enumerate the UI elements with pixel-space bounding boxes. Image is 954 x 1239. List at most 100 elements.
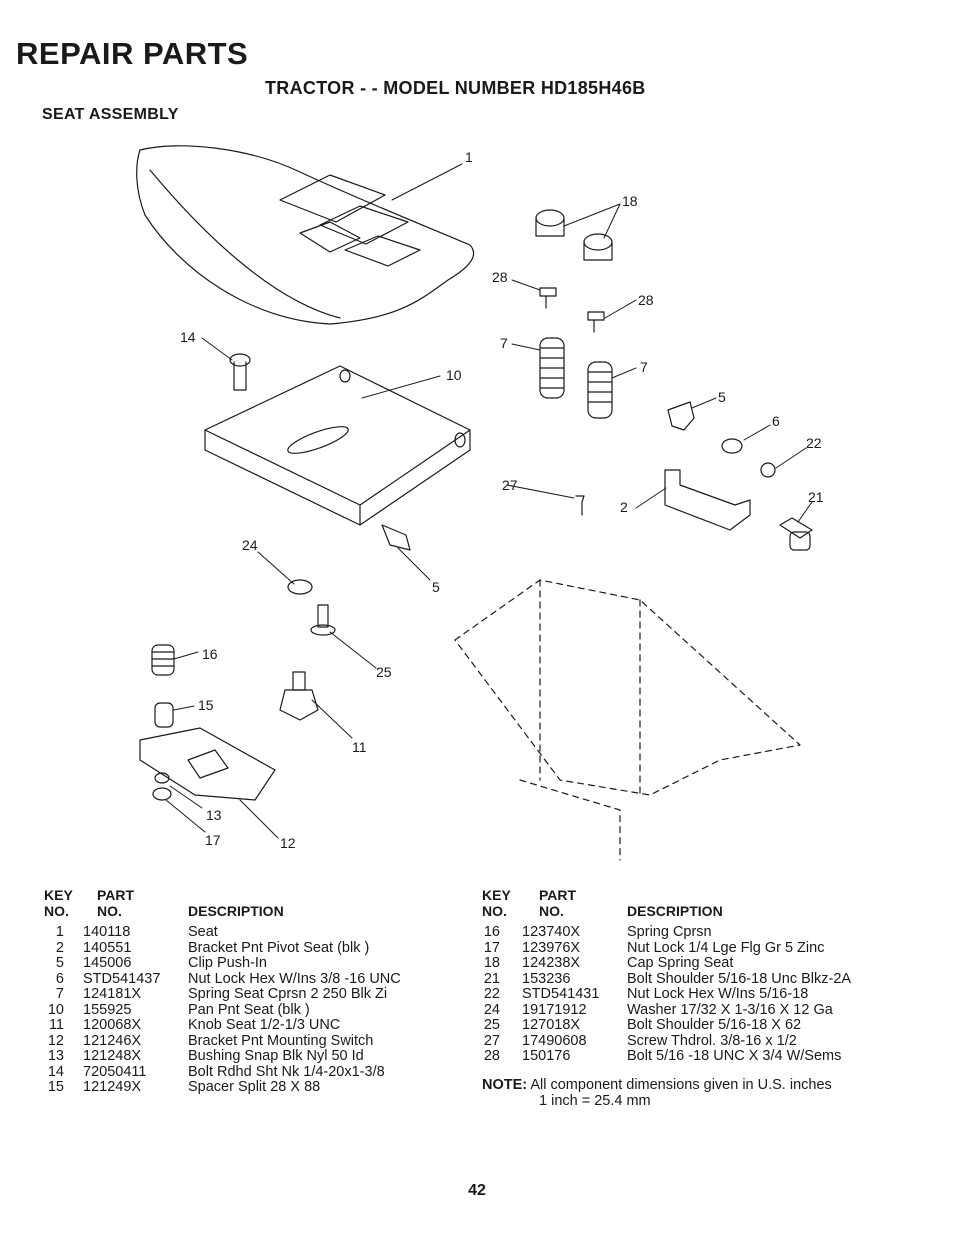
part-header: PART: [539, 887, 577, 903]
part-no: STD541431: [522, 986, 600, 1002]
callout-7-right: 7: [640, 359, 648, 375]
part-no: 124181X: [83, 986, 142, 1002]
key-no: 14: [47, 1063, 64, 1080]
key-no: 18: [483, 955, 500, 971]
spring-16-part: [151, 644, 175, 676]
description: Bracket Pnt Pivot Seat (blk ): [188, 939, 370, 956]
key-header: KEY: [482, 887, 511, 903]
key-no: 12: [47, 1032, 64, 1049]
part-no: 123976X: [522, 939, 581, 956]
callout-16: 16: [202, 646, 218, 662]
part-no: 121246X: [83, 1032, 142, 1049]
callout-6: 6: [772, 413, 780, 429]
callout-7-left: 7: [500, 335, 508, 351]
table-row: 18 124238X Cap Spring Seat: [482, 955, 942, 972]
table-header-row: KEY PART: [40, 887, 460, 904]
seat-pan-part: [204, 365, 471, 526]
washer-part: [287, 579, 313, 595]
table-header-row: NO. NO. DESCRIPTION: [482, 902, 942, 920]
spring-cap-part: [535, 209, 613, 261]
part-no: 140551: [83, 939, 132, 956]
description: Bolt Rdhd Sht Nk 1/4-20x1-3/8: [188, 1063, 385, 1080]
description: Bolt 5/16 -18 UNC X 3/4 W/Sems: [627, 1048, 842, 1064]
part-header: PART: [97, 887, 135, 903]
shoulder-bolt-25-part: [310, 604, 336, 636]
key-no: 11: [48, 1017, 64, 1033]
callout-14: 14: [180, 329, 196, 345]
callout-5-lower: 5: [432, 579, 440, 595]
key-no: 7: [55, 986, 64, 1002]
part-no: 124238X: [522, 955, 581, 971]
thread-screw-part: [575, 495, 585, 516]
callout-2: 2: [620, 499, 628, 515]
description: Clip Push-In: [188, 955, 267, 971]
part-no: 155925: [83, 1001, 132, 1018]
description-header: DESCRIPTION: [188, 902, 284, 919]
description: Spring Cprsn: [627, 924, 712, 940]
key-no: 27: [483, 1032, 500, 1049]
sems-bolt-part: [539, 287, 605, 333]
key-header: KEY: [44, 887, 73, 903]
part-no: 72050411: [83, 1063, 147, 1080]
description: Knob Seat 1/2-1/3 UNC: [188, 1017, 341, 1033]
page-title: REPAIR PARTS: [16, 36, 249, 71]
description: Pan Pnt Seat (blk ): [188, 1001, 310, 1018]
seat-part: [136, 145, 475, 325]
part-no: 121248X: [83, 1048, 142, 1064]
parts-table-right: KEY PART NO. NO. DESCRIPTION 16 123740X Sp…: [482, 887, 942, 1065]
description: Nut Lock Hex W/Ins 3/8 -16 UNC: [188, 970, 401, 987]
key-no: 21: [483, 970, 500, 987]
description: Spring Seat Cprsn 2 250 Blk Zi: [188, 986, 388, 1002]
table-header-row: NO. NO. DESCRIPTION: [40, 902, 460, 920]
callout-27: 27: [502, 477, 518, 493]
part-no: 123740X: [522, 924, 581, 940]
table-row: 15 121249X Spacer Split 28 X 88: [40, 1079, 460, 1096]
leader-lines: [165, 163, 813, 839]
push-clip-part: [667, 401, 695, 431]
tractor-frame: [454, 579, 801, 861]
model-subtitle: TRACTOR - - MODEL NUMBER HD185H46B: [265, 78, 646, 98]
callout-28-left: 28: [492, 269, 508, 285]
key-no: 17: [483, 939, 500, 956]
description: Spacer Split 28 X 88: [188, 1079, 321, 1095]
key-no: 15: [47, 1079, 64, 1095]
table-row: 14 72050411 Bolt Rdhd Sht Nk 1/4-20x1-3/8: [40, 1063, 460, 1081]
seat-knob-part: [279, 671, 319, 721]
key-header: NO.: [44, 902, 69, 919]
part-no: 121249X: [83, 1079, 142, 1095]
description: Seat: [188, 924, 218, 940]
callout-1: 1: [465, 149, 473, 165]
callout-15: 15: [198, 697, 214, 713]
callout-5-upper: 5: [718, 389, 726, 405]
table-row: 10 155925 Pan Pnt Seat (blk ): [40, 1001, 460, 1019]
key-no: 16: [483, 924, 500, 940]
description: Nut Lock Hex W/Ins 5/16-18: [627, 986, 809, 1002]
note-line1: All component dimensions given in U.S. i…: [530, 1077, 832, 1093]
shoulder-bolt-part: [779, 517, 813, 551]
description: Screw Thdrol. 3/8-16 x 1/2: [627, 1032, 797, 1049]
part-no: 19171912: [522, 1001, 587, 1018]
callout-12: 12: [280, 835, 296, 851]
key-header: NO.: [482, 902, 507, 919]
push-clip-lower-part: [381, 524, 411, 551]
callout-11: 11: [352, 739, 367, 755]
note-line2: 1 inch = 25.4 mm: [539, 1093, 651, 1109]
key-no: 1: [55, 924, 64, 940]
pivot-bracket-part: [664, 469, 751, 531]
description: Cap Spring Seat: [627, 955, 734, 971]
key-no: 24: [483, 1001, 500, 1018]
key-no: 10: [47, 1001, 64, 1018]
description: Bracket Pnt Mounting Switch: [188, 1032, 374, 1049]
description: Bolt Shoulder 5/16-18 Unc Blkz-2A: [627, 970, 852, 987]
table-row: 12 121246X Bracket Pnt Mounting Switch: [40, 1032, 460, 1050]
